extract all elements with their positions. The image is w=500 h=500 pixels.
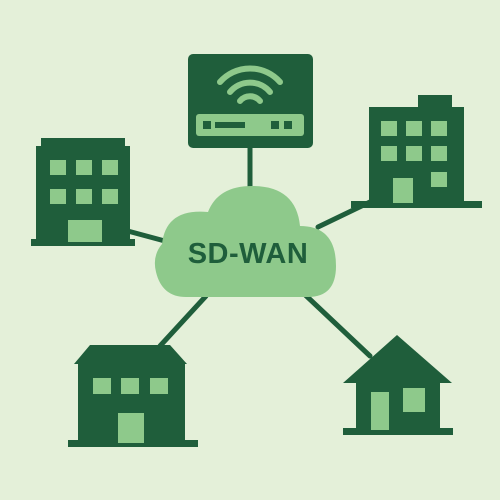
store-bottom-left-node [68, 345, 198, 447]
office-left-door [68, 220, 102, 242]
router-panel [196, 114, 304, 136]
office-left-windows [50, 160, 118, 204]
house-roof [343, 335, 452, 383]
house-door [371, 392, 389, 430]
house-body [356, 378, 440, 430]
store-door [118, 413, 144, 443]
sd-wan-cloud: SD-WAN [154, 186, 336, 297]
router-led [203, 121, 211, 129]
office-left-base [31, 239, 135, 246]
office-left-roof [41, 138, 125, 148]
office-left-node [31, 138, 135, 246]
office-right-node [351, 95, 482, 208]
office-right-door [393, 178, 413, 203]
cloud-icon [154, 186, 336, 297]
office-right-base [351, 201, 482, 208]
office-right-top [418, 95, 452, 109]
wifi-icon [217, 65, 283, 104]
store-windows [93, 378, 168, 394]
router-port-1 [271, 121, 279, 129]
store-base [68, 440, 198, 447]
router-port-2 [284, 121, 292, 129]
home-bottom-right-node [343, 335, 453, 435]
router-node [188, 54, 313, 148]
router-slot [215, 122, 245, 128]
cloud-label: SD-WAN [188, 238, 309, 270]
link-home-bottom-right [297, 287, 373, 359]
house-window [403, 388, 425, 412]
office-right-windows [381, 121, 447, 187]
house-base [343, 428, 453, 435]
store-roof [74, 345, 187, 364]
link-store-bottom-left [157, 293, 209, 349]
